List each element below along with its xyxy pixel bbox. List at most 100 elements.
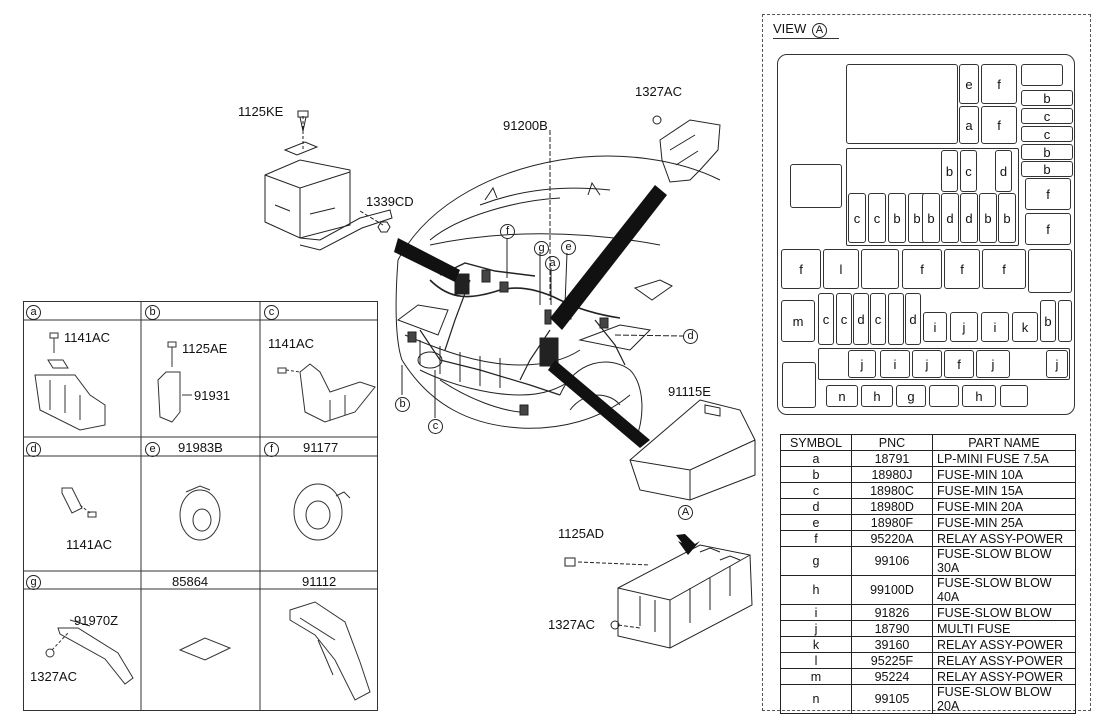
fuse-slot-c: c xyxy=(836,293,852,345)
cell-part-name: FUSE-SLOW BLOW xyxy=(932,604,1076,621)
inset-f-header: f 91177 xyxy=(264,440,338,457)
inset-e-marker: e xyxy=(145,442,160,457)
cell-part-name: RELAY ASSY-POWER xyxy=(932,636,1076,653)
cell-part-name: LP-MINI FUSE 7.5A xyxy=(932,450,1076,467)
relay-slot-l: l xyxy=(823,249,859,289)
fuse-slot-g: g xyxy=(896,385,926,407)
inset-b-part-label-1: 1125AE xyxy=(182,341,228,356)
callout-1125ke: 1125KE xyxy=(238,104,284,119)
fuse-slot-j: j xyxy=(1046,350,1068,378)
parts-table-header-row: SYMBOL PNC PART NAME xyxy=(780,434,1076,451)
fuse-slot-f: f xyxy=(981,106,1017,144)
cell-part-name: MULTI FUSE xyxy=(932,620,1076,637)
fuse-slot-c: c xyxy=(1021,108,1073,124)
cell-symbol: i xyxy=(780,604,852,621)
cell-pnc: 99106 xyxy=(851,546,933,576)
view-a-title: VIEW A xyxy=(773,21,831,38)
fuse-slot-c: c xyxy=(960,150,977,192)
fuse-slot-blank xyxy=(1058,300,1072,342)
cell-pnc: 91826 xyxy=(851,604,933,621)
inset-b-part-label-2: 91931 xyxy=(194,388,231,403)
fuse-slot-c: c xyxy=(848,193,866,243)
relay-slot-f: f xyxy=(902,249,942,289)
fuse-slot-b: b xyxy=(922,193,940,243)
cell-part-name: RELAY ASSY-POWER xyxy=(932,530,1076,547)
view-a-marker: A xyxy=(678,505,693,520)
cell-pnc: 95225F xyxy=(851,652,933,669)
col-pnc-header: PNC xyxy=(851,434,933,451)
cell-symbol: b xyxy=(780,466,852,483)
cell-pnc: 39160 xyxy=(851,636,933,653)
cell-pnc: 18980J xyxy=(851,466,933,483)
fuse-slot-blank xyxy=(888,293,904,345)
fuse-slot-d: d xyxy=(853,293,869,345)
inset-h-pn: 85864 xyxy=(172,574,209,589)
cell-symbol: c xyxy=(780,482,852,499)
cell-part-name: FUSE-MIN 10A xyxy=(932,466,1076,483)
fuse-slot-d: d xyxy=(960,193,978,243)
cell-symbol: e xyxy=(780,514,852,531)
fuse-slot-blank xyxy=(790,164,842,208)
inset-b-marker: b xyxy=(145,305,160,320)
inset-c-header: c xyxy=(264,303,283,320)
cell-pnc: 99105 xyxy=(851,684,933,714)
inset-parts-grid xyxy=(23,301,378,711)
inset-a-part-label: 1141AC xyxy=(64,330,111,345)
relay-slot-f: f xyxy=(944,249,980,289)
cell-part-name: FUSE-MIN 15A xyxy=(932,482,1076,499)
cell-part-name: FUSE-MIN 25A xyxy=(932,514,1076,531)
cell-symbol: g xyxy=(780,546,852,576)
fuse-slot-b: b xyxy=(1021,90,1073,106)
callout-1327ac-bottom: 1327AC xyxy=(548,617,595,632)
inset-d-header: d xyxy=(26,440,45,457)
fuse-slot-k: k xyxy=(1012,312,1038,342)
cell-part-name: FUSE-MIN 20A xyxy=(932,498,1076,515)
callout-e-marker: e xyxy=(561,240,576,255)
callout-1339cd: 1339CD xyxy=(366,194,414,209)
inset-c-marker: c xyxy=(264,305,279,320)
cell-pnc: 18980F xyxy=(851,514,933,531)
fuse-slot-d: d xyxy=(905,293,921,345)
fuse-slot-i: i xyxy=(880,350,910,378)
fuse-slot-h: h xyxy=(861,385,893,407)
inset-a-header: a xyxy=(26,303,45,320)
cell-part-name: RELAY ASSY-POWER xyxy=(932,652,1076,669)
cell-symbol: m xyxy=(780,668,852,685)
fuse-slot-h: h xyxy=(962,385,996,407)
callout-b-marker: b xyxy=(395,397,410,412)
fuse-slot-b: b xyxy=(979,193,997,243)
inset-f-pn: 91177 xyxy=(303,440,339,455)
cell-part-name: RELAY ASSY-POWER xyxy=(932,668,1076,685)
inset-a-marker: a xyxy=(26,305,41,320)
cell-pnc: 99100D xyxy=(851,575,933,605)
fuse-slot-b: b xyxy=(941,150,958,192)
cell-part-name: FUSE-SLOW BLOW 40A xyxy=(932,575,1076,605)
cell-symbol: f xyxy=(780,530,852,547)
cell-symbol: n xyxy=(780,684,852,714)
view-title-marker: A xyxy=(811,23,827,38)
fuse-slot-n: n xyxy=(826,385,858,407)
inset-f-marker: f xyxy=(264,442,279,457)
inset-e-pn: 91983B xyxy=(178,440,223,455)
relay-slot-m: m xyxy=(781,300,815,342)
fuse-slot-j: j xyxy=(976,350,1010,378)
cell-symbol: j xyxy=(780,620,852,637)
fuse-slot-blank xyxy=(1021,64,1063,86)
col-symbol-header: SYMBOL xyxy=(780,434,852,451)
callout-1125ad: 1125AD xyxy=(558,526,605,541)
inset-d-part-label: 1141AC xyxy=(66,537,113,552)
cell-symbol: a xyxy=(780,450,852,467)
cell-pnc: 95224 xyxy=(851,668,933,685)
